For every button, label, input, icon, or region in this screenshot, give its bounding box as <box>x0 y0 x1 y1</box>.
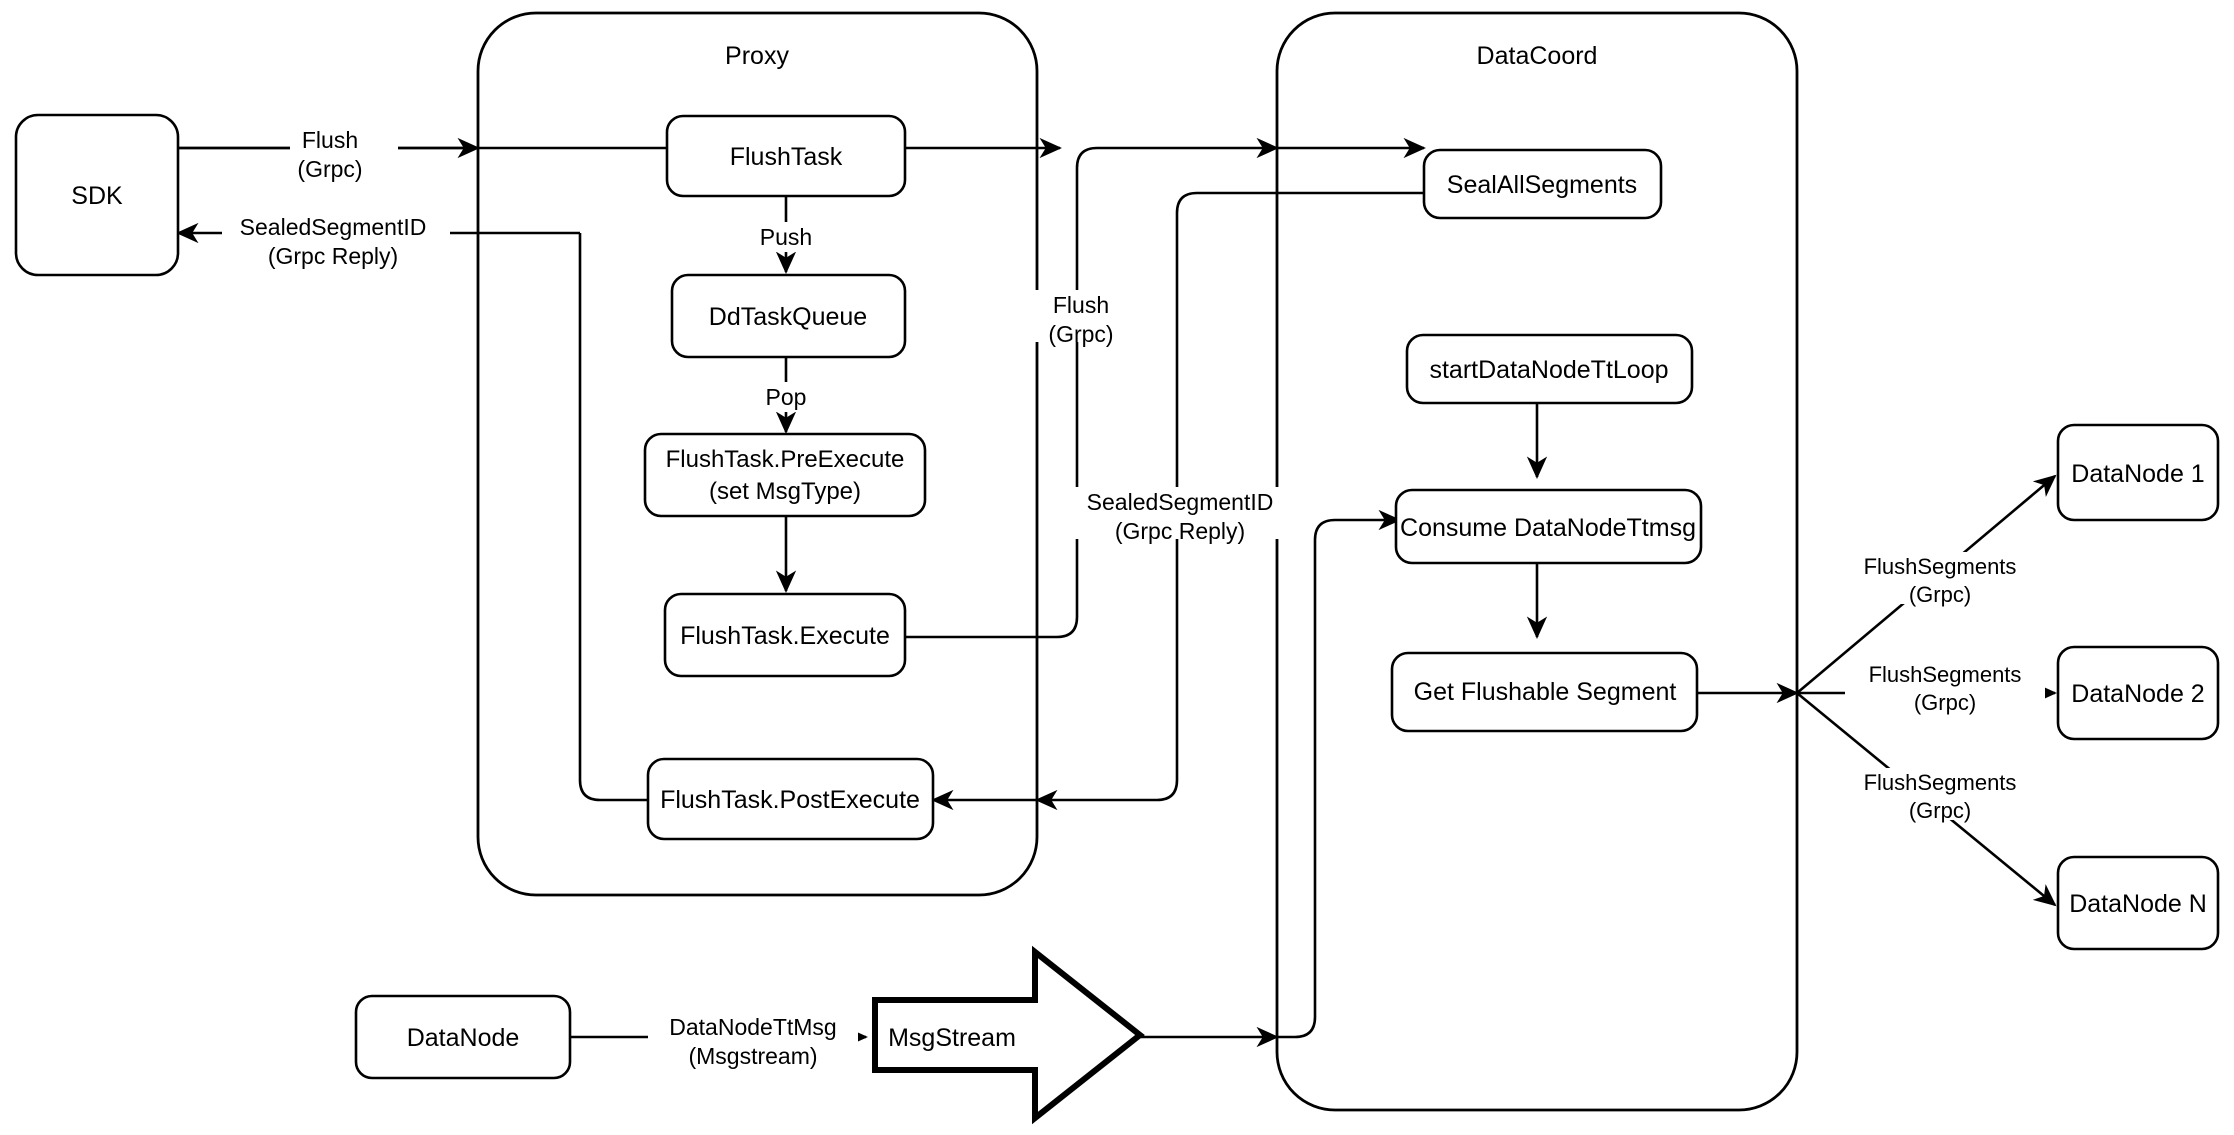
edge-label-push-text: Push <box>760 224 812 250</box>
node-postexecute-label: FlushTask.PostExecute <box>660 786 920 814</box>
edge-label-flush-line1: Flush <box>302 127 358 153</box>
edge-datacoord-boundary-to-consume <box>1277 509 1401 1039</box>
node-datanode-2[interactable]: DataNode 2 <box>2056 645 2220 741</box>
node-preexecute-label-line1: FlushTask.PreExecute <box>666 446 905 473</box>
node-get-flushable-segment-label: Get Flushable Segment <box>1414 678 1677 706</box>
edge-label-sealedsegmentid-reply-line2: (Grpc Reply) <box>1115 518 1245 544</box>
node-msgstream[interactable]: MsgStream <box>872 945 1145 1125</box>
edge-label-datanodettmsg-line1: DataNodeTtMsg <box>669 1014 836 1040</box>
node-startdatanodettloop-label: startDataNodeTtLoop <box>1429 356 1668 384</box>
edge-label-flush-line2: (Grpc) <box>297 156 362 182</box>
edge-label-sealedsegmentid-line1: SealedSegmentID <box>240 214 427 240</box>
node-preexecute-label-line2: (set MsgType) <box>709 478 861 505</box>
node-ddtaskqueue-label: DdTaskQueue <box>709 303 867 331</box>
node-msgstream-label: MsgStream <box>888 1024 1016 1052</box>
node-datanode-n[interactable]: DataNode N <box>2056 855 2220 951</box>
edge-label-sealedsegmentid-line2: (Grpc Reply) <box>268 243 398 269</box>
container-proxy: Proxy <box>476 11 1039 897</box>
edge-label-proxy-to-sdk: SealedSegmentID (Grpc Reply) <box>222 212 450 269</box>
node-flushtask-execute[interactable]: FlushTask.Execute <box>663 592 907 678</box>
container-datacoord-label: DataCoord <box>1477 42 1598 70</box>
edge-postexecute-to-reply-riser <box>578 233 648 802</box>
node-flushtask-postexecute[interactable]: FlushTask.PostExecute <box>646 757 935 841</box>
edge-label-sealedsegmentid-reply-line1: SealedSegmentID <box>1087 489 1274 515</box>
node-startdatanodettloop[interactable]: startDataNodeTtLoop <box>1405 333 1694 405</box>
node-sdk[interactable]: SDK <box>14 113 180 277</box>
node-flushtask[interactable]: FlushTask <box>665 114 907 198</box>
node-datanode-1[interactable]: DataNode 1 <box>2056 423 2220 522</box>
edge-label-push: Push <box>750 222 822 252</box>
edge-label-pop-text: Pop <box>766 384 807 410</box>
edge-label-flushsegments2-line1: FlushSegments <box>1869 662 2022 687</box>
edge-execute-to-datacoord <box>905 137 1279 639</box>
node-ddtaskqueue[interactable]: DdTaskQueue <box>670 273 907 359</box>
node-datanode-2-label: DataNode 2 <box>2071 680 2204 708</box>
edge-label-datanode-to-msgstream: DataNodeTtMsg (Msgstream) <box>648 1012 858 1069</box>
edge-label-flushsegments1-line2: (Grpc) <box>1909 582 1971 607</box>
edge-label-flush-datanoden: FlushSegments (Grpc) <box>1840 768 2040 823</box>
edge-label-flushsegments1-line1: FlushSegments <box>1864 554 2017 579</box>
node-datanode-n-label: DataNode N <box>2069 890 2207 918</box>
edge-label-flush-grpc-line2: (Grpc) <box>1048 321 1113 347</box>
node-consume-datanodettmsg-label: Consume DataNodeTtmsg <box>1400 514 1696 542</box>
edge-label-flushsegmentsn-line2: (Grpc) <box>1909 798 1971 823</box>
edge-label-flush-datanode2: FlushSegments (Grpc) <box>1845 660 2045 715</box>
edge-label-flush-datanode1: FlushSegments (Grpc) <box>1840 552 2040 607</box>
edge-label-datanodettmsg-line2: (Msgstream) <box>688 1043 817 1069</box>
node-execute-label: FlushTask.Execute <box>680 622 890 650</box>
node-flushtask-preexecute[interactable]: FlushTask.PreExecute (set MsgType) <box>643 432 927 518</box>
edge-label-proxy-to-datacoord: Flush (Grpc) <box>1030 290 1132 347</box>
edge-label-pop: Pop <box>756 382 816 412</box>
node-get-flushable-segment[interactable]: Get Flushable Segment <box>1390 651 1699 733</box>
edge-label-datacoord-to-proxy: SealedSegmentID (Grpc Reply) <box>1070 487 1288 544</box>
node-sealallsegments-label: SealAllSegments <box>1447 171 1637 199</box>
edge-label-flushsegmentsn-line1: FlushSegments <box>1864 770 2017 795</box>
node-sdk-label: SDK <box>71 182 123 210</box>
node-datanode-1-label: DataNode 1 <box>2071 460 2204 488</box>
container-proxy-label: Proxy <box>725 42 789 70</box>
node-sealallsegments[interactable]: SealAllSegments <box>1422 148 1663 220</box>
node-datanode-source[interactable]: DataNode <box>354 994 572 1080</box>
node-datanode-source-label: DataNode <box>407 1024 520 1052</box>
node-consume-datanodettmsg[interactable]: Consume DataNodeTtmsg <box>1394 488 1703 565</box>
edge-label-sdk-to-proxy: Flush (Grpc) <box>290 125 398 182</box>
container-datacoord: DataCoord <box>1275 11 1799 1112</box>
edge-label-flushsegments2-line2: (Grpc) <box>1914 690 1976 715</box>
edge-label-flush-grpc-line1: Flush <box>1053 292 1109 318</box>
node-flushtask-label: FlushTask <box>730 143 843 171</box>
